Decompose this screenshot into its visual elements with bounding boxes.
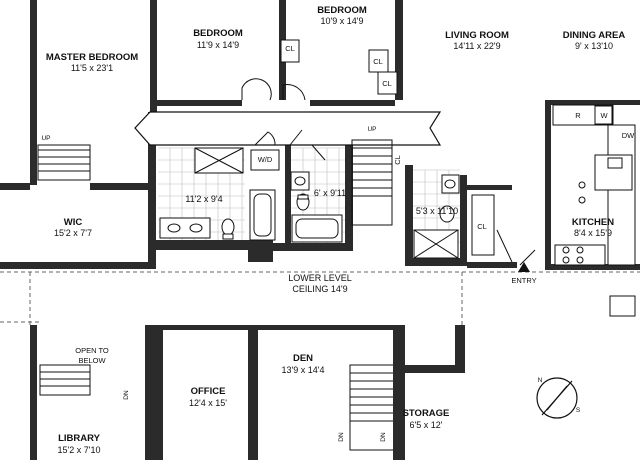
stair-labels: UP UP DN DN DN — [41, 126, 387, 442]
closet-label-2: CL — [373, 57, 383, 66]
lower-level-label-line1: LOWER LEVEL — [288, 273, 352, 283]
lower-level-label-line2: CEILING 14'9 — [292, 284, 347, 294]
stair-down-label-1: DN — [123, 390, 130, 400]
den-dim: 13'9 x 14'4 — [282, 365, 325, 375]
bedroom1-label: BEDROOM — [193, 28, 243, 39]
storage-label: STORAGE — [403, 408, 450, 419]
library-label: LIBRARY — [58, 433, 101, 444]
dashed-lines — [0, 271, 640, 325]
bedroom1-dim: 11'9 x 14'9 — [197, 40, 239, 50]
closet-label-5: CL — [477, 222, 487, 231]
closet-label-1: CL — [285, 44, 295, 53]
office-dim: 12'4 x 15' — [189, 398, 227, 408]
kitchen-label: KITCHEN — [572, 217, 614, 228]
washer-dryer-label: W/D — [258, 155, 273, 164]
corridor-walls — [134, 111, 442, 146]
stair-down-label-2: DN — [338, 432, 345, 442]
stair-up-label-2: UP — [367, 126, 376, 133]
washer-label: W — [600, 111, 608, 120]
closet-label-4: CL — [393, 155, 402, 165]
dishwasher-label: DW — [622, 131, 635, 140]
level-labels: LOWER LEVEL CEILING 14'9 OPEN TO BELOW E… — [75, 273, 536, 365]
master-bedroom-dim: 11'5 x 23'1 — [71, 63, 113, 73]
door-swings — [241, 78, 536, 266]
entry-arrow-icon — [518, 262, 530, 272]
office-label: OFFICE — [191, 386, 226, 397]
compass-south-label: S — [576, 407, 581, 414]
wic-label: WIC — [64, 217, 83, 228]
stairs — [37, 139, 396, 451]
library-dim: 15'2 x 7'10 — [58, 445, 101, 455]
compass-rose — [536, 377, 578, 419]
room-labels: MASTER BEDROOM 11'5 x 23'1 BEDROOM 11'9 … — [46, 5, 626, 455]
fixture-labels: CL CL CL CL CL W/D DW R W — [258, 44, 635, 231]
master-bedroom-label: MASTER BEDROOM — [46, 52, 138, 63]
bedroom2-label: BEDROOM — [317, 5, 367, 16]
bedroom2-dim: 10'9 x 14'9 — [321, 16, 364, 26]
storage-dim: 6'5 x 12' — [410, 420, 443, 430]
bath2-dim: 6' x 9'11 — [314, 188, 346, 198]
compass-north-label: N — [538, 377, 543, 384]
living-room-dim: 14'11 x 22'9 — [453, 41, 500, 51]
dining-area-dim: 9' x 13'10 — [575, 41, 613, 51]
closet-label-3: CL — [382, 79, 392, 88]
den-label: DEN — [293, 353, 313, 364]
open-to-below-line2: BELOW — [78, 356, 106, 365]
wic-dim: 15'2 x 7'7 — [54, 228, 92, 238]
lower-walls — [30, 325, 465, 460]
stair-up-label-1: UP — [41, 135, 50, 142]
bath3-dim: 5'3 x 11'10 — [416, 206, 458, 216]
dining-area-label: DINING AREA — [563, 30, 626, 41]
refrigerator-label: R — [575, 111, 581, 120]
entry-label: ENTRY — [511, 276, 536, 285]
open-to-below-line1: OPEN TO — [75, 346, 109, 355]
bath1-dim: 11'2 x 9'4 — [185, 194, 222, 204]
stair-down-label-3: DN — [380, 432, 387, 442]
kitchen-dim: 8'4 x 15'9 — [574, 228, 612, 238]
fixtures — [159, 39, 636, 317]
upper-walls — [0, 0, 640, 270]
living-room-label: LIVING ROOM — [445, 30, 509, 41]
